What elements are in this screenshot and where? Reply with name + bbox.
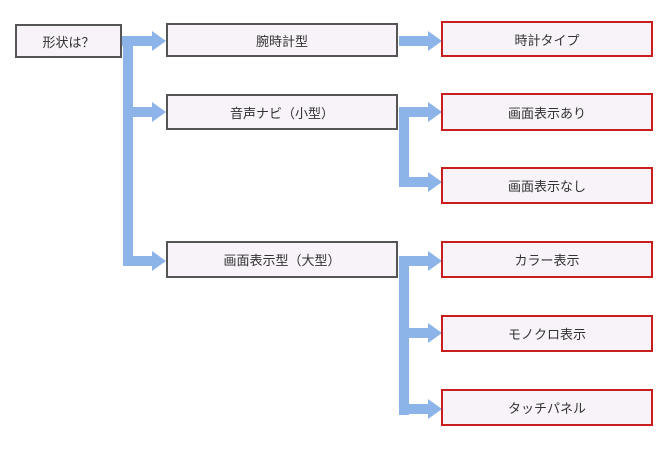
category-label-1: 腕時計型: [255, 34, 308, 50]
category-3-connector: [399, 251, 442, 419]
option-box-3-1: カラー表示: [441, 241, 653, 278]
option-box-2-1: 画面表示あり: [441, 93, 653, 131]
category-box-3: 画面表示型（大型）: [166, 241, 398, 278]
category-box-2: 音声ナビ（小型）: [166, 94, 398, 130]
option-box-3-3: タッチパネル: [441, 389, 653, 426]
c2-branch-line-2: [399, 177, 430, 187]
arrow-head-c3-option-1: [428, 251, 442, 271]
option-box-3-2: モノクロ表示: [441, 315, 653, 352]
arrow-head-c3-option-2: [428, 323, 442, 343]
arrow-head-c2-option-2: [428, 172, 442, 192]
option-label-3-3: タッチパネル: [507, 402, 586, 417]
branch-line-category-3: [123, 256, 154, 266]
root-question-label: 形状は？: [42, 35, 95, 51]
option-label-1-1: 時計タイプ: [514, 33, 580, 49]
root-to-category-connector: [121, 31, 166, 271]
c3-branch-line-3: [399, 404, 430, 414]
arrow-head-category-1: [152, 31, 166, 51]
root-question-box: 形状は？: [15, 24, 122, 58]
category-1-connector: [399, 31, 442, 51]
c2-branch-line-1: [399, 107, 430, 117]
option-box-2-2: 画面表示なし: [441, 167, 653, 204]
c2-vertical-line: [399, 107, 409, 187]
branch-line-category-1: [123, 36, 154, 46]
arrow-head-category-2: [152, 102, 166, 122]
category-box-1: 腕時計型: [166, 23, 398, 57]
category-label-2: 音声ナビ（小型）: [229, 106, 334, 122]
root-vertical-line: [123, 36, 133, 266]
category-2-connector: [399, 102, 442, 192]
c1-stub-line: [399, 36, 430, 46]
arrow-head-c3-option-3: [428, 399, 442, 419]
arrow-head-category-3: [152, 251, 166, 271]
option-label-3-1: カラー表示: [514, 254, 580, 269]
option-box-1-1: 時計タイプ: [441, 21, 653, 57]
arrow-head-c1-option-1: [428, 31, 442, 51]
c3-branch-line-1: [399, 256, 430, 266]
branch-line-category-2: [123, 107, 154, 117]
option-label-2-1: 画面表示あり: [507, 106, 586, 122]
c3-branch-line-2: [399, 328, 430, 338]
option-label-2-2: 画面表示なし: [507, 180, 586, 195]
category-label-3: 画面表示型（大型）: [223, 254, 341, 269]
arrow-head-c2-option-1: [428, 102, 442, 122]
option-label-3-2: モノクロ表示: [507, 328, 586, 343]
